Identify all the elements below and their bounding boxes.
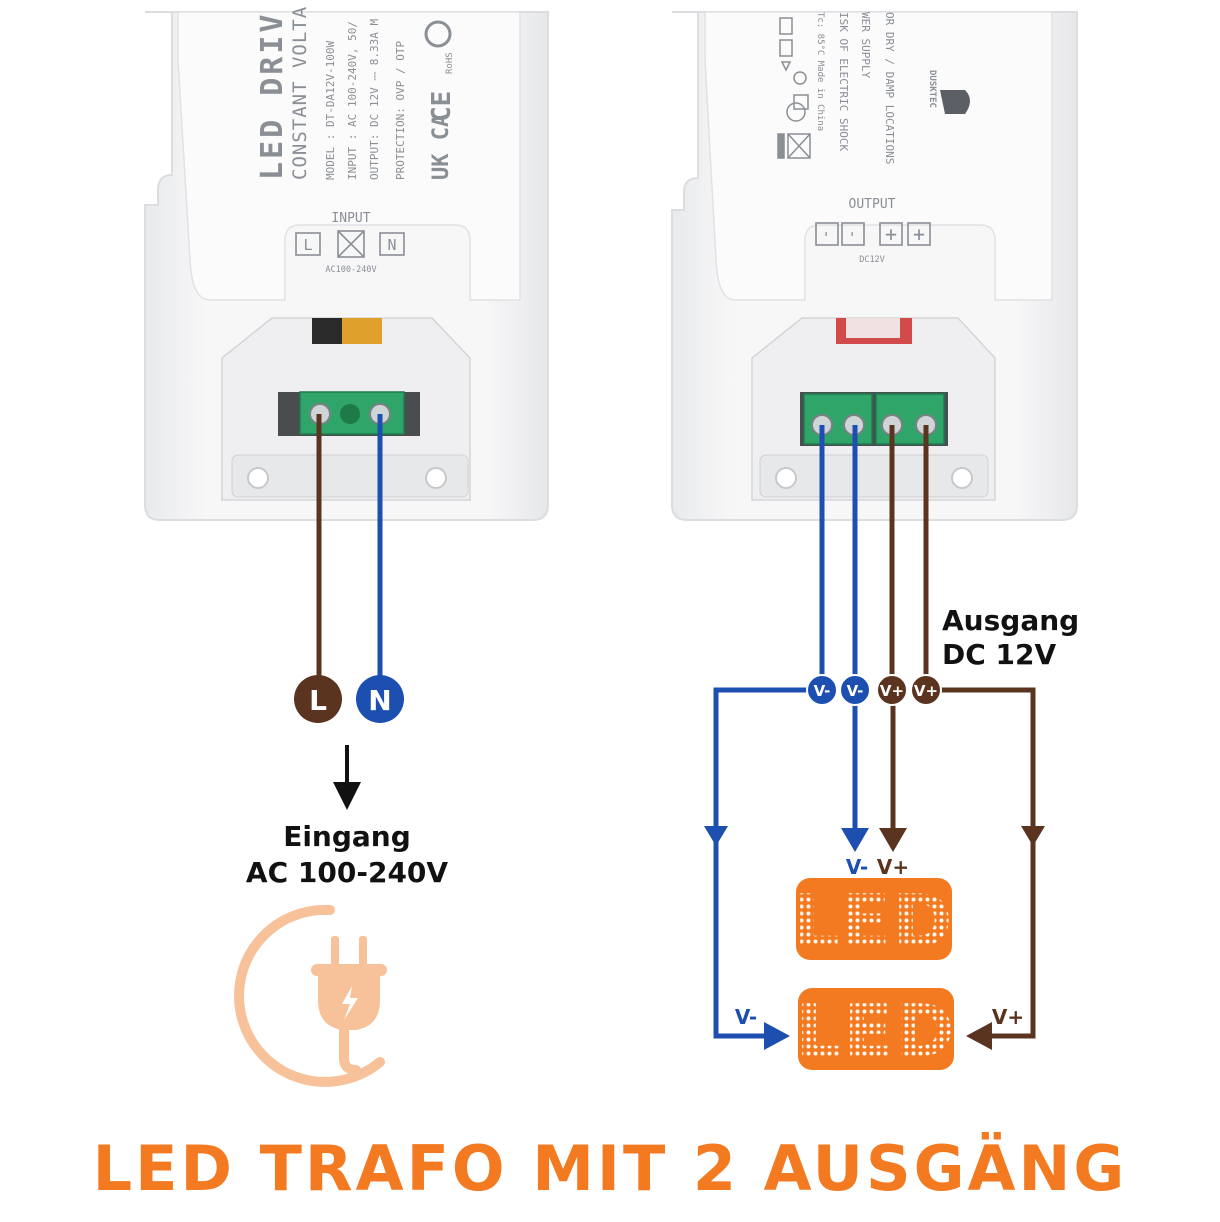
badge-v-minus-1 — [806, 674, 838, 706]
right-label-line-4: Tc: 85°C Made in China — [815, 12, 825, 131]
brand-name: DUSKTEC — [927, 70, 937, 108]
input-wiring: L N Eingang AC 100-240V — [234, 414, 448, 1087]
right-label-line-1: OR DRY / DAMP LOCATIONS — [883, 12, 896, 164]
badge-v-minus-2 — [839, 674, 871, 706]
right-driver-label: OR DRY / DAMP LOCATIONS WER SUPPLY ISK O… — [777, 12, 970, 164]
right-label-line-2: WER SUPPLY — [859, 12, 872, 79]
output-wiring: Ausgang DC 12V V- V- V+ V+ V- — [704, 425, 1079, 1073]
badge-v-plus-2 — [910, 674, 942, 706]
input-port-title: INPUT — [331, 211, 370, 226]
led2-side-neg: V- — [735, 1005, 757, 1029]
left-driver-label: LED DRIV CONSTANT VOLTA MODEL : DT-DA12V… — [255, 6, 457, 180]
wire-n-label: N — [368, 684, 391, 717]
left-label-line-1: LED DRIV — [255, 12, 290, 181]
left-label-line-4: INPUT : AC 100-240V, 50/ — [346, 21, 359, 180]
brand-logo-icon — [940, 90, 970, 114]
led1-polarity-neg: V- — [846, 855, 868, 879]
output-port-spec: DC12V — [859, 255, 885, 265]
headline: LED TRAFO MIT 2 AUSGÄNG — [93, 1132, 1128, 1205]
right-driver: OR DRY / DAMP LOCATIONS WER SUPPLY ISK O… — [671, 11, 1078, 521]
output-port-legend: OUTPUT - - + + DC12V — [815, 197, 931, 265]
ce-mark: CE — [427, 91, 457, 122]
badge-v-plus-1 — [876, 674, 908, 706]
wire-n-badge — [356, 675, 404, 723]
output-symbol-1: - — [818, 229, 837, 239]
led-module-1: LED — [794, 878, 955, 963]
left-label-line-2: CONSTANT VOLTA — [289, 6, 311, 180]
left-label-line-5: OUTPUT: DC 12V ⎓ 8.33A M — [368, 19, 381, 180]
output-title-line1: Ausgang — [942, 604, 1079, 637]
badge-v-minus-1-label: V- — [814, 682, 831, 700]
wire-led2-neg — [713, 687, 822, 1039]
led2-side-pos: V+ — [992, 1005, 1024, 1029]
wire-led2-pos — [926, 687, 1036, 1039]
input-symbol-l: L — [303, 236, 312, 254]
output-symbol-2: - — [844, 229, 863, 239]
badge-v-plus-1-label: V+ — [880, 682, 904, 700]
output-terminal-badges: V- V- V+ V+ — [806, 674, 942, 706]
output-symbol-3: + — [885, 222, 897, 246]
led-module-1-label: LED — [794, 879, 955, 963]
input-title-line2: AC 100-240V — [246, 856, 448, 889]
input-port-legend: INPUT L N AC100-240V — [295, 211, 405, 275]
left-driver: LED DRIV CONSTANT VOLTA MODEL : DT-DA12V… — [144, 6, 549, 521]
certification-icons — [777, 17, 811, 159]
input-symbol-n: N — [387, 236, 396, 254]
earth-cross-icon — [337, 230, 365, 258]
left-label-line-3: MODEL : DT-DA12V-100W — [324, 41, 337, 180]
output-terminal-block — [800, 392, 948, 446]
led-module-2: LED — [796, 988, 957, 1073]
output-title-line2: DC 12V — [942, 638, 1057, 671]
led1-polarity-pos: V+ — [877, 855, 909, 879]
wire-l-badge — [294, 675, 342, 723]
right-label-line-3: ISK OF ELECTRIC SHOCK — [837, 12, 850, 151]
input-title-line1: Eingang — [283, 820, 411, 853]
down-arrow-icon — [333, 745, 361, 810]
output-symbol-4: + — [913, 222, 925, 246]
left-label-line-6: PROTECTION: OVP / OTP — [394, 41, 407, 180]
badge-v-plus-2-label: V+ — [914, 682, 938, 700]
output-port-title: OUTPUT — [849, 197, 896, 212]
power-plug-icon — [234, 904, 387, 1087]
input-port-spec: AC100-240V — [325, 265, 376, 275]
recycle-icon — [424, 20, 452, 48]
wire-l-label: L — [309, 684, 327, 717]
rohs-mark: RoHS — [445, 52, 455, 74]
led-module-2-label: LED — [796, 989, 957, 1073]
input-terminal-block — [278, 391, 420, 436]
ukca-mark: UK CA — [429, 114, 454, 180]
badge-v-minus-2-label: V- — [847, 682, 864, 700]
